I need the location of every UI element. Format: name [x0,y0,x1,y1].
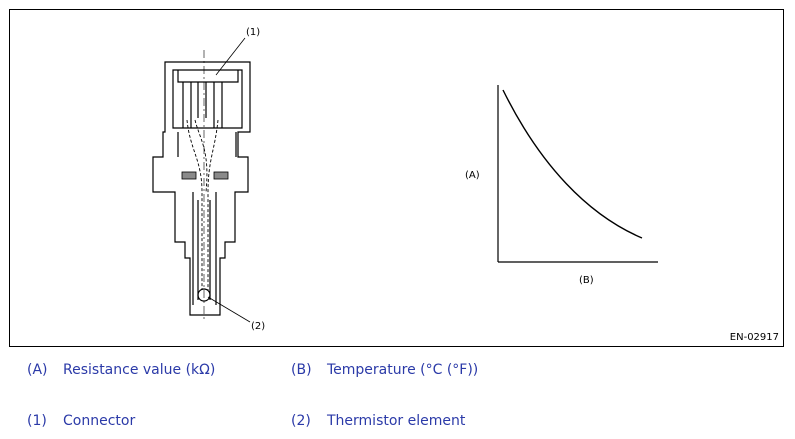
sensor-wiring [186,119,219,290]
connector-leader [215,37,246,76]
graph-axis-a-callout: (A) [465,170,480,181]
thermistor-callout: (2) [251,321,265,332]
legend-key: (2) [291,413,311,429]
figure-id: EN-02917 [729,332,779,343]
gasket [181,171,229,180]
legend-text: Resistance value (kΩ) [63,362,216,378]
sensor-body [152,61,251,316]
sensor-diagram: (1) (2) (A) (B) [152,27,658,332]
legend-text: Connector [63,413,136,429]
diagram-frame: (1) (2) (A) (B) EN-02917 [9,9,784,347]
legend-key: (B) [291,362,312,378]
legend-key: (1) [27,413,47,429]
legend-text: Thermistor element [327,413,466,429]
graph-axis-b-callout: (B) [579,275,594,286]
legend-key: (A) [27,362,48,378]
connector-callout: (1) [246,27,260,38]
graph-axes [497,85,658,263]
resistance-curve [502,89,643,239]
thermistor-leader [207,296,251,323]
legend-text: Temperature (°C (°F)) [327,362,479,378]
